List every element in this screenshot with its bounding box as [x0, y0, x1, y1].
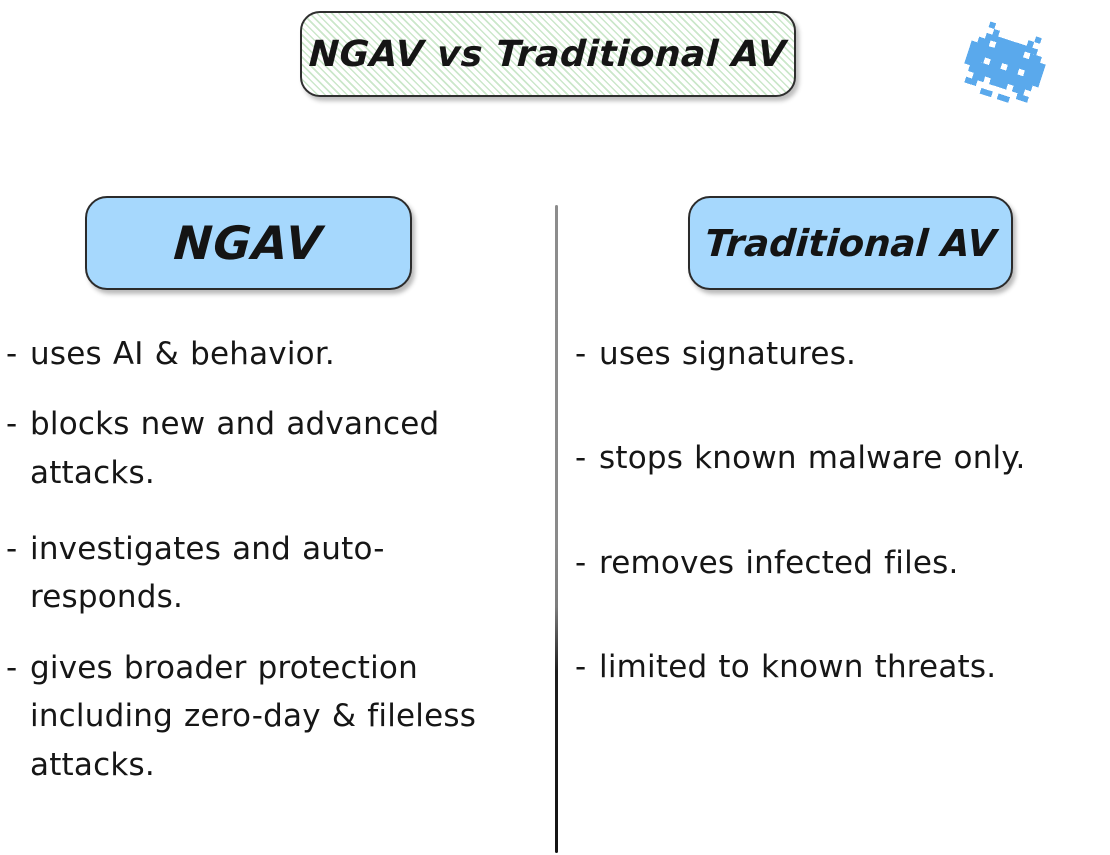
list-item: - gives broader protection including zer… — [6, 644, 536, 789]
bullet-text: uses AI & behavior. — [30, 336, 335, 372]
bullet-list-ngav: - uses AI & behavior. - blocks new and a… — [6, 330, 536, 789]
list-item: - blocks new and advanced attacks. — [6, 400, 536, 497]
list-item: - removes infected files. — [575, 539, 1107, 587]
vertical-divider — [555, 205, 558, 853]
list-item: - uses AI & behavior. — [6, 330, 536, 378]
bullet-text: uses signatures. — [599, 336, 857, 372]
bullet-text: removes infected files. — [599, 544, 959, 581]
list-item: - uses signatures. — [575, 330, 1107, 378]
bullet-text: investigates and auto-responds. — [30, 531, 385, 616]
bullet-marker: - — [575, 544, 587, 581]
column-header-traditional-av: Traditional AV — [688, 196, 1013, 290]
bullet-marker: - — [6, 649, 18, 686]
bullet-text: limited to known threats. — [599, 649, 997, 686]
bullet-marker: - — [6, 406, 18, 443]
list-item: - investigates and auto-responds. — [6, 525, 536, 622]
bullet-marker: - — [6, 531, 18, 568]
list-item: - limited to known threats. — [575, 643, 1107, 691]
bullet-text: gives broader protection including zero-… — [30, 649, 477, 783]
bullet-marker: - — [575, 440, 587, 477]
column-header-ngav: NGAV — [85, 196, 412, 290]
bullet-text: blocks new and advanced attacks. — [30, 406, 440, 491]
bullet-marker: - — [575, 649, 587, 686]
bullet-text: stops known malware only. — [599, 440, 1026, 477]
column-header-label: NGAV — [172, 216, 325, 270]
bullet-marker: - — [6, 336, 18, 372]
bullet-list-traditional-av: - uses signatures. - stops known malware… — [575, 330, 1107, 691]
column-header-label: Traditional AV — [703, 221, 998, 265]
title-chip: NGAV vs Traditional AV — [300, 11, 796, 97]
list-item: - stops known malware only. — [575, 434, 1107, 482]
page-title: NGAV vs Traditional AV — [308, 33, 788, 75]
bullet-marker: - — [575, 336, 587, 372]
pixel-invader-icon — [957, 18, 1053, 111]
